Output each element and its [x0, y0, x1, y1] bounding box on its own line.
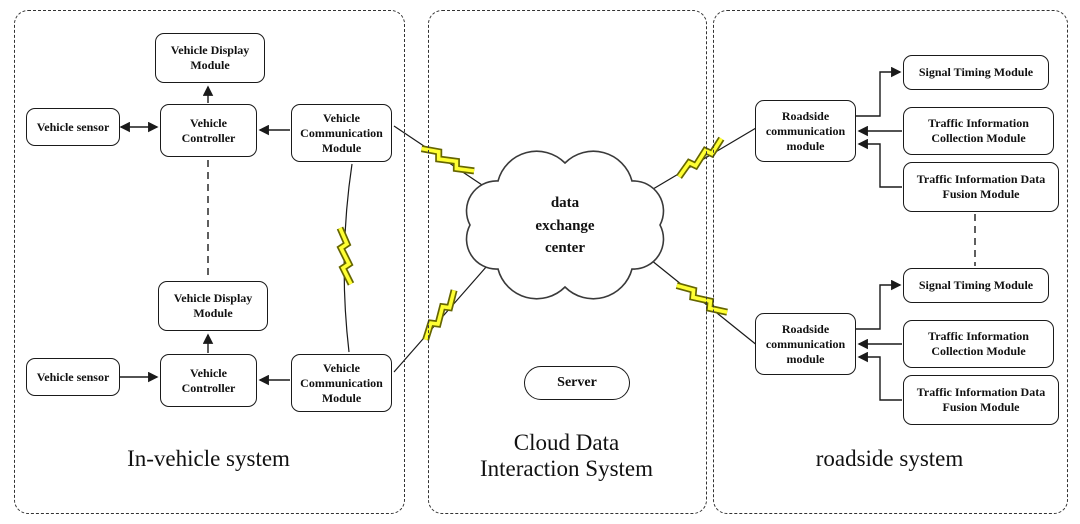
- arrow-fusion-roadside-comm-top: [857, 138, 902, 188]
- vehicle-communication-module-box-1: Vehicle Communication Module: [291, 104, 392, 162]
- vehicle-controller-box-1: Vehicle Controller: [160, 104, 257, 157]
- vehicle-display-module-box-2: Vehicle Display Module: [158, 281, 268, 331]
- arrow-roadside-comm-signal-bottom: [856, 279, 902, 330]
- in-vehicle-system-label: In-vehicle system: [127, 446, 290, 471]
- cloud-data-interaction-system-label: Cloud Data Interaction System: [428, 430, 705, 482]
- cloud-label-line1: Cloud Data: [513, 430, 620, 455]
- roadside-system-label: roadside system: [815, 446, 964, 471]
- panel-in-vehicle-system: [14, 10, 405, 514]
- arrow-roadside-comm-signal-top: [856, 66, 902, 117]
- roadside-communication-module-box-1: Roadside communication module: [755, 100, 856, 162]
- panel-cloud-data-interaction-system: [428, 10, 707, 514]
- server-box: Server: [524, 366, 630, 400]
- vehicle-communication-module-box-2: Vehicle Communication Module: [291, 354, 392, 412]
- signal-timing-module-box-2: Signal Timing Module: [903, 268, 1049, 303]
- roadside-communication-module-box-2: Roadside communication module: [755, 313, 856, 375]
- cloud-label-line2: Interaction System: [479, 455, 654, 481]
- traffic-information-collection-module-box-2: Traffic Information Collection Module: [903, 320, 1054, 368]
- traffic-information-data-fusion-module-box-1: Traffic Information Data Fusion Module: [903, 162, 1059, 212]
- signal-timing-module-box-1: Signal Timing Module: [903, 55, 1049, 90]
- vehicle-display-module-box-1: Vehicle Display Module: [155, 33, 265, 83]
- vehicle-controller-box-2: Vehicle Controller: [160, 354, 257, 407]
- data-exchange-center-cloud-shape: [465, 150, 665, 300]
- traffic-information-data-fusion-module-box-2: Traffic Information Data Fusion Module: [903, 375, 1059, 425]
- arrow-fusion-roadside-comm-bottom: [857, 351, 902, 401]
- link-comm-bottom-cloud: [393, 257, 495, 373]
- vehicle-sensor-box-2: Vehicle sensor: [26, 358, 120, 396]
- data-exchange-center-label: data exchange center: [535, 195, 595, 256]
- vehicle-sensor-box-1: Vehicle sensor: [26, 108, 120, 146]
- panel-roadside-system: [713, 10, 1068, 514]
- traffic-information-collection-module-box-1: Traffic Information Collection Module: [903, 107, 1054, 155]
